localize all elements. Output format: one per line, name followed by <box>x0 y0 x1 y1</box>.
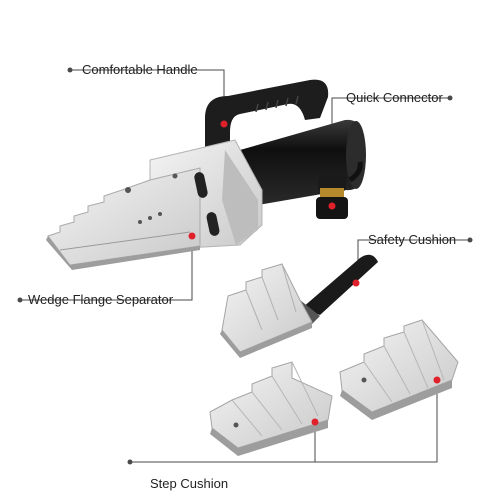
label-safety-cushion: Safety Cushion <box>368 232 457 247</box>
handle-marker <box>220 120 228 128</box>
separator-marker <box>188 232 196 240</box>
label-comfortable-handle: Comfortable Handle <box>82 62 198 77</box>
handle-leader <box>70 69 225 120</box>
label-quick-connector: Quick Connector <box>346 90 443 105</box>
separator-jaw <box>47 167 201 266</box>
safety-cushion-marker <box>352 279 360 287</box>
step-cushion-marker-left <box>311 418 319 426</box>
safety-cushion-block <box>221 263 313 353</box>
safety-cushion-handle <box>302 254 378 315</box>
label-step-cushion: Step Cushion <box>150 476 229 491</box>
safety-cushion <box>220 254 378 358</box>
label-wedge-flange-separator: Wedge Flange Separator <box>28 292 174 307</box>
step-cushion-left <box>209 361 333 456</box>
connector-marker <box>328 202 336 210</box>
step-cushion-marker-right <box>433 376 441 384</box>
wedge-flange-separator <box>46 79 366 270</box>
step-cushion-leader-right <box>315 380 438 463</box>
step-cushion-right <box>339 319 459 420</box>
leader-endpoints <box>17 67 473 465</box>
separator-leader <box>20 236 193 301</box>
